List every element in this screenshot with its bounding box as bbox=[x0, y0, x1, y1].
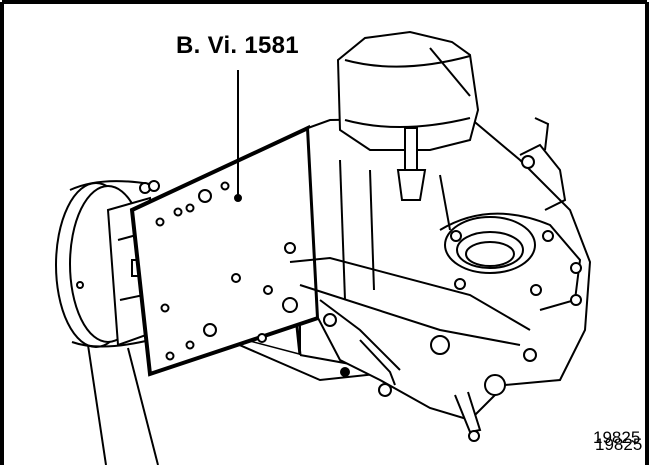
gearbox-casing bbox=[282, 30, 592, 442]
stand-legs bbox=[87, 344, 159, 466]
figure-number-overprint: 19825 bbox=[595, 435, 643, 454]
adapter-plate-holes bbox=[155, 181, 242, 361]
tool-reference-label: B. Vi. 1581 bbox=[176, 32, 299, 59]
bracket-bolts bbox=[231, 242, 350, 377]
figure-number: 19825 bbox=[593, 428, 641, 447]
